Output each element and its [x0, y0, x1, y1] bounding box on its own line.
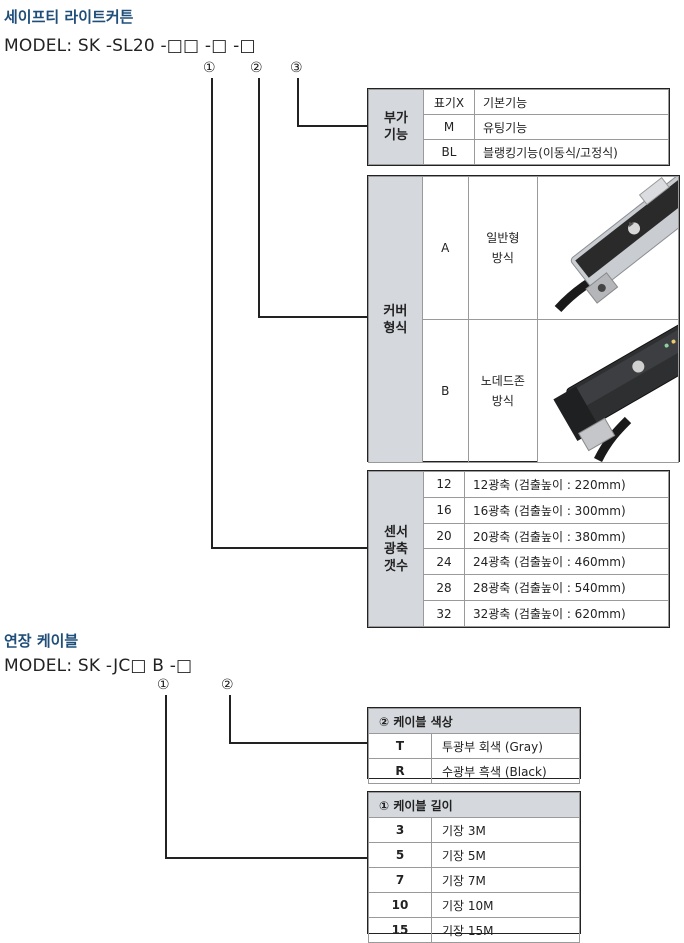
marker-3: ③: [290, 60, 303, 76]
axis-count-table: 센서 광축 갯수 12 12광축 (검출높이 : 220mm) 16 16광축 …: [367, 470, 670, 628]
axis-desc: 28광축 (검출높이 : 540mm): [464, 574, 669, 602]
options-table: 부가 기능 표기X 기본기능 M 유팅기능 BL 블랭킹기능(이동식/고정식): [367, 88, 670, 166]
option-desc: 기본기능: [474, 89, 669, 115]
axis-code: 32: [423, 600, 465, 627]
marker-1: ①: [157, 677, 170, 693]
cable-length-desc: 기장 10M: [431, 892, 580, 918]
cable-length-code: 7: [368, 867, 432, 893]
axis-code: 28: [423, 574, 465, 602]
cable-color-table: ② 케이블 색상 T 투광부 회색 (Gray) R 수광부 흑색 (Black…: [367, 707, 581, 784]
connector-line-2: [258, 78, 260, 317]
option-code: M: [423, 114, 475, 140]
sensor-no-deadzone-cover-photo: [538, 320, 678, 462]
section-title-light-curtain: 세이프티 라이트커튼: [4, 8, 134, 26]
axis-desc: 32광축 (검출높이 : 620mm): [464, 600, 669, 627]
options-table-header: 부가 기능: [368, 89, 424, 165]
marker-1: ①: [203, 60, 216, 76]
axis-code: 20: [423, 522, 465, 550]
option-desc: 유팅기능: [474, 114, 669, 140]
axis-code: 16: [423, 496, 465, 524]
connector-line-cable-2-h: [229, 742, 367, 744]
cable-length-code: 10: [368, 892, 432, 918]
axis-desc: 24광축 (검출높이 : 460mm): [464, 548, 669, 576]
cable-length-desc: 기장 15M: [431, 917, 580, 943]
cover-code: B: [421, 319, 469, 463]
connector-line-cable-1-h: [165, 857, 367, 859]
connector-line-3: [297, 78, 299, 126]
connector-line-1-h: [211, 547, 367, 549]
cable-length-desc: 기장 7M: [431, 867, 580, 893]
connector-line-cable-1: [165, 695, 167, 858]
section-title-extension-cable: 연장 케이블: [4, 632, 79, 650]
cable-color-desc: 투광부 회색 (Gray): [431, 733, 580, 759]
connector-line-cable-2: [229, 695, 231, 743]
cable-length-desc: 기장 5M: [431, 842, 580, 868]
cable-length-code: 3: [368, 817, 432, 843]
cover-photo-cell: [537, 176, 679, 320]
marker-2: ②: [221, 677, 234, 693]
axis-code: 12: [423, 471, 465, 498]
cover-desc: 노데드존 방식: [467, 319, 539, 463]
cable-length-table: ① 케이블 길이 3 기장 3M 5 기장 5M 7 기장 7M 10 기장 1…: [367, 791, 581, 943]
axis-code: 24: [423, 548, 465, 576]
axis-desc: 12광축 (검출높이 : 220mm): [464, 471, 669, 498]
option-desc: 블랭킹기능(이동식/고정식): [474, 139, 669, 165]
option-code: 표기X: [423, 89, 475, 115]
cable-color-desc: 수광부 흑색 (Black): [431, 758, 580, 784]
cover-desc: 일반형 방식: [467, 176, 539, 320]
cable-color-code: T: [368, 733, 432, 759]
cover-table-header: 커버 형식: [368, 176, 423, 463]
cover-table: 커버 형식 A 일반형 방식: [367, 175, 680, 463]
model-code-extension-cable: MODEL: SK -JC□ B -□: [4, 656, 193, 676]
axis-table-header: 센서 광축 갯수: [368, 471, 424, 627]
cable-length-code: 5: [368, 842, 432, 868]
cable-color-code: R: [368, 758, 432, 784]
cable-color-table-header: ② 케이블 색상: [368, 708, 580, 734]
connector-line-1: [211, 78, 213, 548]
marker-2: ②: [250, 60, 263, 76]
cable-length-code: 15: [368, 917, 432, 943]
connector-line-2-h: [258, 316, 367, 318]
axis-desc: 20광축 (검출높이 : 380mm): [464, 522, 669, 550]
axis-desc: 16광축 (검출높이 : 300mm): [464, 496, 669, 524]
cable-length-table-header: ① 케이블 길이: [368, 792, 580, 818]
cover-photo-cell: [537, 319, 679, 463]
option-code: BL: [423, 139, 475, 165]
model-code-light-curtain: MODEL: SK -SL20 -□□ -□ -□: [4, 36, 256, 56]
connector-line-3-h: [297, 125, 367, 127]
cable-length-desc: 기장 3M: [431, 817, 580, 843]
sensor-standard-cover-photo: [538, 177, 678, 319]
cover-code: A: [421, 176, 469, 320]
